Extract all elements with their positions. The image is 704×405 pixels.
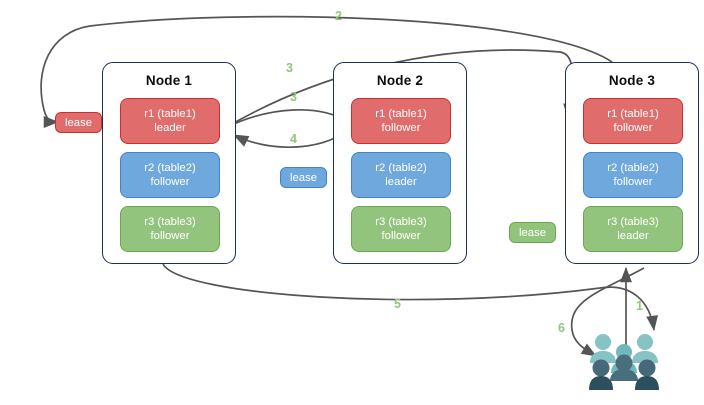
replica-name: r1 (table1) [607, 108, 659, 120]
replica-name: r1 (table1) [144, 108, 196, 120]
lease-chip-r1[interactable]: lease [55, 112, 103, 133]
lease-chip-r2[interactable]: lease [280, 167, 328, 188]
replica-name: r1 (table1) [375, 108, 427, 120]
node-3-container: Node 3 r1 (table1) follower r2 (table2) … [565, 62, 699, 264]
node-2-container: Node 2 r1 (table1) follower r2 (table2) … [333, 62, 467, 264]
replica-role: follower [381, 122, 421, 134]
node-1-container: Node 1 r1 (table1) leader r2 (table2) fo… [102, 62, 236, 264]
node-3-replica-r1[interactable]: r1 (table1) follower [583, 98, 683, 144]
replica-name: r3 (table3) [607, 216, 659, 228]
node-1-title: Node 1 [145, 73, 193, 88]
node-2-replica-r2[interactable]: r2 (table2) leader [351, 152, 451, 198]
step-label-3-lower: 3 [290, 90, 297, 104]
replica-name: r3 (table3) [144, 216, 196, 228]
step-label-6: 6 [558, 321, 565, 335]
node-3-replica-r3[interactable]: r3 (table3) leader [583, 206, 683, 252]
replica-role: follower [613, 176, 653, 188]
replica-role: follower [150, 230, 190, 242]
replica-role: follower [613, 122, 653, 134]
arrow-step-5 [162, 263, 659, 332]
replica-name: r2 (table2) [144, 162, 196, 174]
node-1-replica-r3[interactable]: r3 (table3) follower [120, 206, 220, 252]
node-2-replica-r1[interactable]: r1 (table1) follower [351, 98, 451, 144]
node-1-replica-r1[interactable]: r1 (table1) leader [120, 98, 220, 144]
node-3-replica-r2[interactable]: r2 (table2) follower [583, 152, 683, 198]
replica-role: follower [150, 176, 190, 188]
step-label-2: 2 [335, 9, 342, 23]
client-group [588, 333, 660, 391]
replica-role: leader [385, 176, 417, 188]
replica-name: r2 (table2) [375, 162, 427, 174]
step-label-3-upper: 3 [286, 61, 293, 75]
replica-role: follower [381, 230, 421, 242]
node-1-replica-r2[interactable]: r2 (table2) follower [120, 152, 220, 198]
step-label-1: 1 [636, 299, 643, 313]
node-3-title: Node 3 [608, 73, 656, 88]
replica-role: leader [617, 230, 649, 242]
step-label-4: 4 [290, 132, 297, 146]
arrow-step-3-to-node2 [224, 109, 349, 129]
replica-name: r3 (table3) [375, 216, 427, 228]
node-2-title: Node 2 [376, 73, 424, 88]
replica-name: r2 (table2) [607, 162, 659, 174]
replica-role: leader [154, 122, 186, 134]
lease-chip-r3[interactable]: lease [509, 222, 557, 243]
node-2-replica-r3[interactable]: r3 (table3) follower [351, 206, 451, 252]
people-group-icon [589, 334, 659, 390]
step-label-5: 5 [394, 297, 401, 311]
